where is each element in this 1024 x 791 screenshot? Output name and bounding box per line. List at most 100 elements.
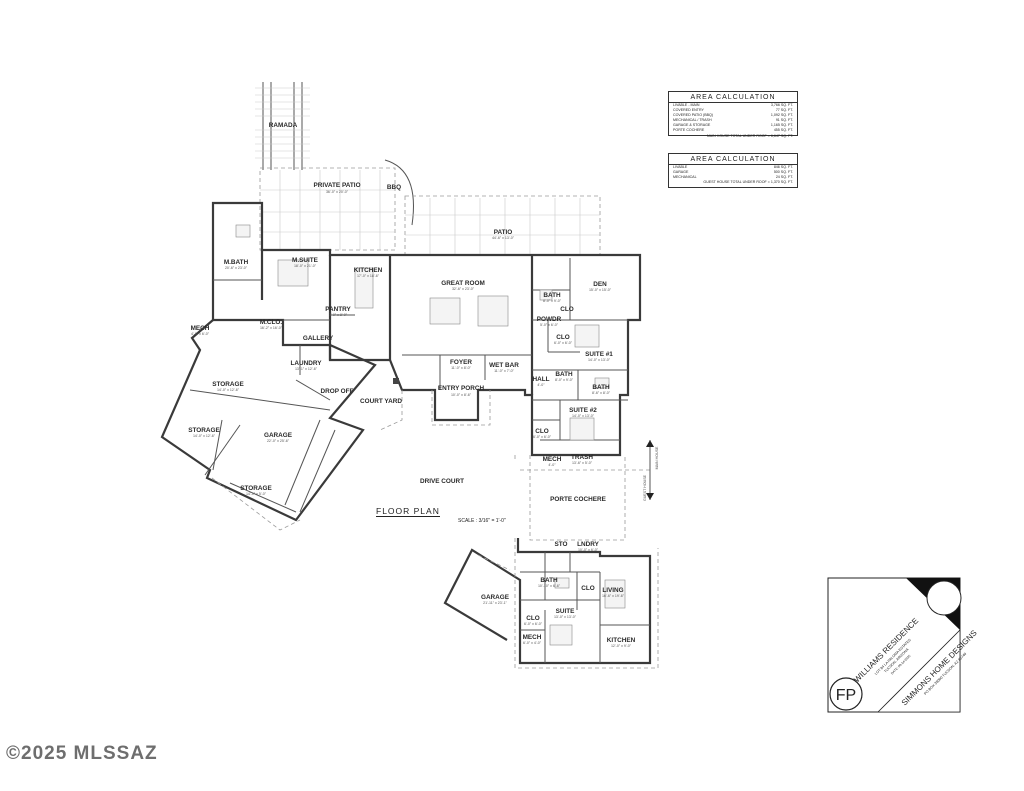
room-label: 6'-0" x 6'-0"	[524, 622, 543, 626]
area-row-label: GARAGE	[673, 170, 689, 175]
room-label: 14'-0" x 12'-6"	[217, 388, 240, 392]
room-label: 8'-6" x 8'-0"	[592, 391, 611, 395]
room-label: CLO	[560, 306, 574, 313]
area-row-value: 91 SQ. FT.	[775, 118, 793, 123]
room-label: 4'-0"	[537, 383, 545, 387]
room-label: 14'-0" x 13'-0"	[588, 358, 611, 362]
area-row-value: 1,092 SQ. FT.	[770, 113, 793, 118]
area-calc-main-title: AREA CALCULATION	[669, 92, 797, 103]
room-label: ENTRY PORCH	[438, 385, 485, 392]
area-row-label: PORTE COCHERE	[673, 128, 705, 133]
room-label: 14'-0" x 12'-6"	[193, 434, 216, 438]
room-label: 18'-0" x 21'-0"	[294, 264, 317, 268]
room-label: M.SUITE	[292, 257, 319, 264]
room-label: BATH	[540, 577, 558, 584]
area-row-label: COVERED ENTRY	[673, 108, 704, 113]
room-label: DRIVE COURT	[420, 478, 464, 485]
room-label: 13'-1" x 12'-6"	[295, 367, 318, 371]
room-label: PATIO	[494, 229, 513, 236]
room-label: SUITE #1	[585, 351, 613, 358]
garage-wing-walls	[160, 319, 377, 531]
room-label: 12'-0" x 9'-0"	[611, 644, 632, 648]
room-label: 10'-0" x 6'-0"	[578, 548, 599, 552]
room-label: MECH	[523, 634, 542, 641]
room-label: 8'-0" x 9'-0"	[555, 378, 574, 382]
room-label: WET BAR	[489, 362, 519, 369]
room-label: 14'-0" x 13'-0"	[572, 414, 595, 418]
room-label: 15'-0" x 15'-0"	[589, 288, 612, 292]
area-row-label: LIVABLE	[673, 165, 688, 169]
room-label: 4'-0" x 6'-0"	[191, 332, 210, 336]
room-label: GREAT ROOM	[441, 280, 485, 287]
room-label: 8'-0" x 9'-0"	[543, 299, 562, 303]
area-row-label: MECHANICAL	[673, 175, 697, 180]
room-label: 7'-0" x 8'-0"	[329, 313, 348, 317]
room-label: GARAGE	[264, 432, 293, 439]
room-label: TRASH	[571, 454, 593, 461]
room-label: M.CLO.	[260, 319, 283, 326]
area-row-value: 500 SQ. FT.	[773, 170, 793, 175]
room-label: GUEST HOUSE	[643, 474, 647, 501]
area-row: LIVABLE - MAIN 3,766 SQ. FT.	[669, 103, 797, 108]
room-label: MECH	[543, 456, 562, 463]
area-calc-main-total: MAIN HOUSE TOTAL UNDER ROOF = 6,647 SQ. …	[706, 133, 793, 138]
area-row-label: COVERED PATIO (BBQ)	[673, 113, 714, 118]
room-label: 21'-11" x 23'-1"	[483, 601, 508, 605]
room-label: SUITE	[556, 608, 576, 615]
room-label: POWDR	[537, 316, 562, 323]
room-label: 10'-10" x 6'-6"	[538, 584, 561, 588]
room-label: 17'-0" x 18'-6"	[357, 274, 380, 278]
area-row-label: LIVABLE - MAIN	[673, 103, 700, 107]
area-calc-main: AREA CALCULATION LIVABLE - MAIN 3,766 SQ.…	[668, 91, 798, 138]
area-row: MECHANICAL 24 SQ. FT.	[669, 175, 797, 180]
area-calc-guest-total: GUEST HOUSE TOTAL UNDER ROOF = 1,370 SQ.…	[703, 180, 793, 185]
mls-watermark: ©2025 MLSSAZ	[6, 743, 158, 764]
room-label: GARAGE	[481, 594, 510, 601]
room-label: LNDRY	[577, 541, 600, 548]
room-label: LAUNDRY	[290, 360, 322, 367]
fp-logo-mark	[829, 677, 863, 711]
room-label: DROP OFF	[321, 388, 354, 395]
room-label: 10'-0" x 8'-6"	[451, 393, 472, 397]
room-label: CLO	[535, 428, 549, 435]
room-label: STO	[554, 541, 567, 548]
area-row-value: 24 SQ. FT.	[775, 175, 793, 180]
room-label: COURT YARD	[360, 398, 402, 405]
room-labels: RAMADA PRIVATE PATIO 36'-0" x 20'-0" BBQ…	[188, 122, 659, 648]
guest-house-walls	[443, 538, 659, 669]
room-label: 5'-0" x 6'-0"	[540, 323, 559, 327]
area-row: GARAGE 500 SQ. FT.	[669, 170, 797, 175]
room-label: 22'-0" x 25'-6"	[267, 439, 290, 443]
room-label: 11'-0" x 7'-0"	[494, 369, 515, 373]
room-label: STORAGE	[240, 485, 272, 492]
room-label: KITCHEN	[354, 267, 383, 274]
room-label: CLO	[581, 585, 595, 592]
area-row: COVERED PATIO (BBQ) 1,092 SQ. FT.	[669, 113, 797, 118]
room-label: HALL	[532, 376, 549, 383]
room-label: 4'-0"	[548, 463, 556, 467]
room-label: BATH	[592, 384, 610, 391]
room-label: PANTRY	[325, 306, 351, 313]
area-row-label: MECHANICAL / TRASH	[673, 118, 712, 123]
room-label: LIVING	[602, 587, 623, 594]
area-row-value: 3,766 SQ. FT.	[770, 103, 793, 107]
room-label: 20'-6" x 23'-0"	[225, 266, 248, 270]
room-label: SUITE #2	[569, 407, 597, 414]
room-label: PRIVATE PATIO	[313, 182, 360, 189]
title-block: FP WILLIAMS RESIDENCE LOT 84 LA PALOMA E…	[827, 577, 979, 713]
plan-scale: SCALE : 3/16" = 1'-0"	[458, 518, 506, 524]
room-label: PORTE COCHERE	[550, 496, 606, 503]
room-label: 36'-0" x 20'-0"	[326, 190, 349, 194]
room-label: BATH	[543, 292, 561, 299]
room-label: 44'-6" x 13'-0"	[492, 236, 515, 240]
room-label: KITCHEN	[607, 637, 636, 644]
room-label: FP	[836, 687, 856, 704]
room-label: GALLERY	[303, 335, 334, 342]
room-label: M.BATH	[224, 259, 249, 266]
